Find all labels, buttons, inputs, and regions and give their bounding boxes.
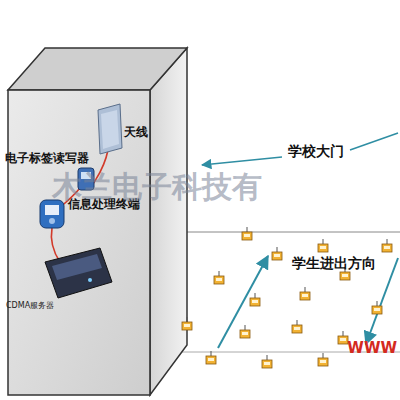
direction-arrow — [218, 256, 268, 348]
reader-label: 电子标签读写器 — [5, 152, 89, 165]
watermark-url: WWW — [347, 340, 397, 357]
terminal-icon — [40, 200, 64, 228]
antenna-icon — [98, 104, 122, 154]
direction-arrow — [350, 133, 398, 150]
rfid-tag — [292, 320, 302, 333]
rfid-tag — [242, 227, 252, 240]
rfid-tag — [382, 239, 392, 252]
direction-label: 学生进出方向 — [292, 256, 376, 271]
rfid-tag — [214, 271, 224, 284]
wall-side — [150, 48, 187, 395]
wall-top — [8, 48, 187, 90]
rfid-tag — [372, 301, 382, 314]
floor-line — [187, 232, 400, 233]
direction-arrow — [202, 157, 282, 165]
rfid-tag — [338, 331, 348, 344]
rfid-tag — [318, 239, 328, 252]
rfid-tag — [272, 247, 282, 260]
rfid-tag — [300, 287, 310, 300]
rfid-tag — [262, 355, 272, 368]
rfid-tag — [206, 351, 216, 364]
server-icon — [45, 248, 112, 298]
rfid-tag — [240, 325, 250, 338]
wall-front — [8, 90, 150, 395]
server-label: CDMA服务器 — [6, 302, 54, 311]
rfid-tag — [250, 293, 260, 306]
gate-label: 学校大门 — [288, 144, 344, 159]
antenna-label: 天线 — [124, 126, 148, 139]
rfid-tag — [182, 317, 192, 330]
rfid-tag — [318, 353, 328, 366]
watermark: 木兰电子科技有 — [52, 170, 262, 203]
